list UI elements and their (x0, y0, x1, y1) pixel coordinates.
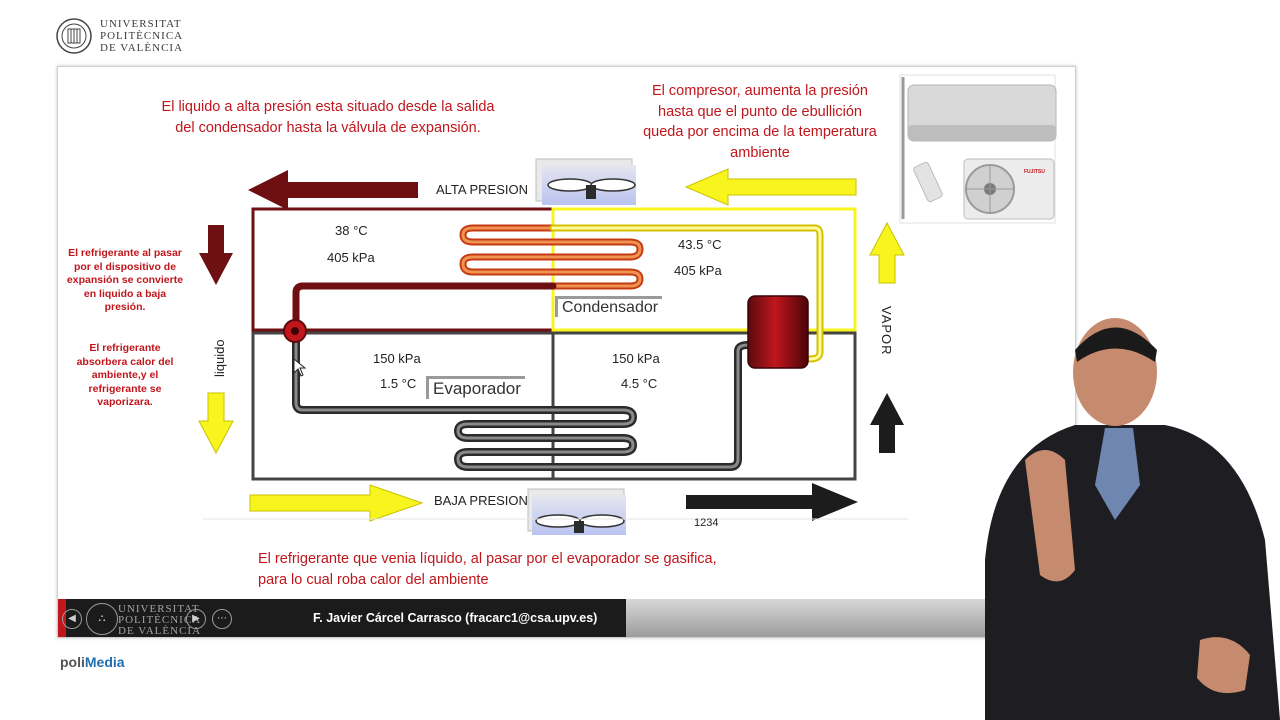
evaporator-fan-icon (527, 488, 626, 535)
footer-logo-line-1: UNIVERSITAT (118, 603, 200, 615)
arrow-high-incoming (684, 168, 857, 206)
mouse-cursor-icon (293, 357, 307, 377)
condenser-coil (292, 224, 824, 363)
arrow-down-red (199, 225, 233, 285)
condenser-fan-icon (535, 158, 636, 205)
university-line-3: DE VALÈNCIA (100, 42, 184, 54)
cond-left-press: 405 kPa (327, 250, 375, 265)
note-compressor: El compresor, aumenta la presión hasta q… (643, 83, 877, 161)
footer-logo-line-2: POLITÈCNICA (118, 614, 202, 626)
condenser-tag: Condensador (555, 296, 663, 317)
arrow-up-yellow (869, 221, 905, 284)
refrigeration-cycle-diagram: FUJITSU 1234 (198, 74, 1057, 535)
cond-right-temp: 43.5 °C (678, 237, 722, 252)
label-vapor: VAPOR (879, 306, 894, 356)
arrow-up-dark (870, 393, 904, 453)
presenter-image (985, 318, 1280, 720)
evaporator-tag: Evaporador (426, 376, 525, 399)
side-note-vaporize: El refrigerante absorbera calor del ambi… (76, 342, 174, 408)
side-note-expansion: El refrigerante al pasar por el disposit… (66, 247, 184, 313)
label-liquid: liquido (212, 339, 227, 377)
footer-university-name: UNIVERSITAT POLITÈCNICA DE VALÈNCIA (118, 604, 201, 637)
cond-left-temp: 38 °C (335, 223, 368, 238)
evap-right-press: 150 kPa (612, 351, 660, 366)
cond-right-press: 405 kPa (674, 263, 722, 278)
university-line-2: POLITÈCNICA (100, 30, 184, 42)
prev-icon[interactable]: ◀ (62, 609, 82, 629)
arrow-low-right (249, 484, 424, 522)
evap-right-temp: 4.5 °C (621, 376, 658, 391)
polimedia-brand: poliMedia (60, 654, 125, 670)
brand-media: Media (84, 654, 125, 670)
more-icon[interactable]: ⋯ (212, 609, 232, 629)
video-footer-bar: ◀ ⛬ UNIVERSITAT POLITÈCNICA DE VALÈNCIA … (58, 599, 626, 637)
university-logo: UNIVERSITAT POLITÈCNICA DE VALÈNCIA (56, 18, 183, 54)
seal-footer-icon: ⛬ (86, 603, 118, 635)
arrow-down-yellow (198, 392, 234, 455)
university-name: UNIVERSITAT POLITÈCNICA DE VALÈNCIA (100, 18, 183, 54)
compressor-icon (747, 295, 809, 369)
brand-poli: poli (60, 654, 85, 670)
university-seal-icon (56, 18, 92, 54)
next-icon[interactable]: ▶ (186, 609, 206, 629)
ac-brand-label: FUJITSU (1024, 169, 1045, 175)
air-conditioner-image: FUJITSU (899, 74, 1057, 224)
arrow-low-outgoing (686, 483, 858, 521)
university-line-1: UNIVERSITAT (100, 18, 182, 30)
evap-left-press: 150 kPa (373, 351, 421, 366)
evap-left-temp: 1.5 °C (380, 376, 417, 391)
note-evaporator: El refrigerante que venia líquido, al pa… (258, 551, 717, 588)
arrow-high-left (248, 170, 418, 210)
note-high-pressure-liquid: El liquido a alta presión esta situado d… (161, 99, 495, 136)
label-low-pressure: BAJA PRESION (434, 493, 528, 508)
footer-logo-line-3: DE VALÈNCIA (118, 625, 202, 637)
partial-label: 1234 (694, 517, 718, 529)
label-high-pressure: ALTA PRESION (436, 182, 528, 197)
evaporator-coil (292, 331, 752, 471)
lecture-slide: FUJITSU 1234 El liquido a alta presión e… (57, 66, 1076, 638)
footer-author: F. Javier Cárcel Carrasco (fracarc1@csa.… (313, 611, 598, 625)
